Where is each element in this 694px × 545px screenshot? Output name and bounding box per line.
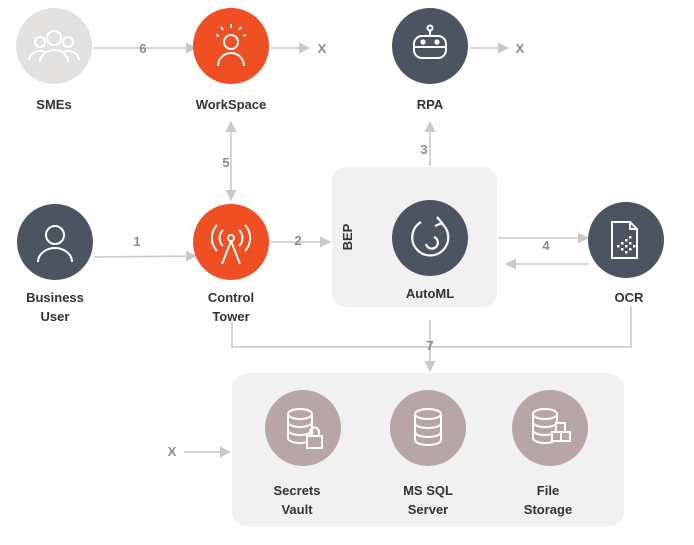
robot-icon (413, 24, 447, 59)
edge-number-7: 7 (426, 338, 433, 353)
rpa-label: RPA (417, 97, 444, 112)
secrets-vault-label-2: Vault (281, 502, 313, 517)
storage-blocked-x: X (168, 444, 177, 459)
node-business-user: Business User (17, 204, 93, 324)
ocr-label: OCR (615, 290, 645, 305)
bep-label: BEP (340, 223, 355, 250)
edge-number-2: 2 (294, 233, 301, 248)
workspace-blocked-x: X (318, 41, 327, 56)
rpa-blocked-x: X (516, 41, 525, 56)
node-control-tower: Control Tower (193, 204, 269, 324)
node-secrets-vault: Secrets Vault (265, 390, 341, 517)
person-idea-icon (215, 24, 247, 67)
database-lock-icon (287, 408, 323, 449)
document-scan-icon (611, 221, 638, 259)
edges: 6 X X 5 3 1 2 4 7 X (93, 41, 632, 459)
ms-sql-server-label-1: MS SQL (403, 483, 453, 498)
database-blocks-icon (532, 408, 571, 444)
node-ms-sql-server: MS SQL Server (390, 390, 466, 517)
file-storage-label-1: File (537, 483, 559, 498)
edge-bus (231, 306, 632, 348)
edge-number-5: 5 (222, 155, 229, 170)
ms-sql-server-label-2: Server (408, 502, 448, 517)
control-tower-label-2: Tower (212, 309, 249, 324)
control-tower-label-1: Control (208, 290, 254, 305)
workspace-label: WorkSpace (196, 97, 267, 112)
node-smes: SMEs (16, 8, 92, 112)
secrets-vault-label-1: Secrets (274, 483, 321, 498)
business-user-label-2: User (41, 309, 70, 324)
node-workspace: WorkSpace (193, 8, 269, 112)
node-rpa: RPA (392, 8, 468, 112)
database-icon (414, 408, 442, 446)
file-storage-label-2: Storage (524, 502, 572, 517)
cycle-icon (411, 216, 450, 257)
node-file-storage: File Storage (512, 390, 588, 517)
automl-label: AutoML (406, 286, 454, 301)
edge-number-4: 4 (542, 238, 550, 253)
business-user-label-1: Business (26, 290, 84, 305)
user-icon (37, 225, 73, 263)
edge-number-1: 1 (133, 234, 140, 249)
edge-user-control (93, 250, 198, 262)
node-automl: AutoML (392, 200, 468, 301)
edge-number-3: 3 (420, 142, 427, 157)
antenna-tower-icon (210, 224, 252, 265)
group-icon (28, 30, 80, 63)
edge-number-6: 6 (139, 41, 146, 56)
node-ocr: OCR (588, 202, 664, 305)
smes-label: SMEs (36, 97, 71, 112)
